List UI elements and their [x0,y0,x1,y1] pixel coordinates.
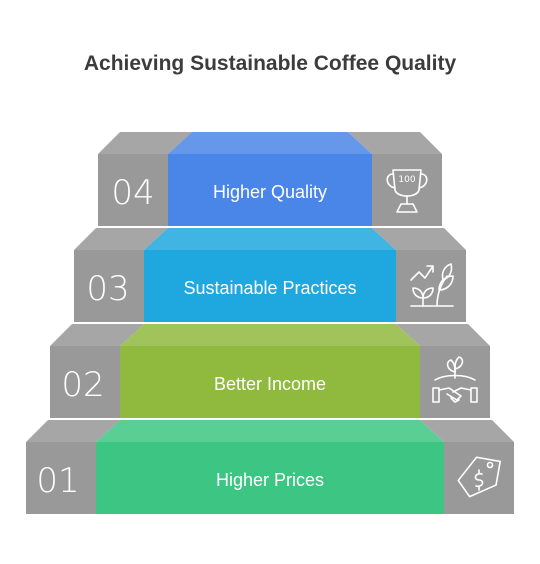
step-03-label: Sustainable Practices [183,278,356,298]
step-04-number: 04 [111,173,154,213]
step-04-left-side [98,154,168,226]
step-02-left-side [50,346,120,418]
handshake-plant-icon [432,356,478,403]
page-title: Achieving Sustainable Coffee Quality [83,52,457,75]
step-01-left-side [26,442,96,514]
step-03-right-side [396,250,466,322]
step-04-right-top [348,132,442,154]
growing-plant-icon [410,263,454,307]
step-02-center-front [120,346,420,418]
step-04-label: Higher Quality [213,182,327,202]
step-03-left-top [74,228,168,250]
trophy-text: 100 [398,175,415,185]
step-01-center-front [96,442,444,514]
step-01-center-top [96,420,444,442]
step-02-center-top [120,324,420,346]
step-03-number: 03 [86,269,129,309]
step-04: 04 Higher Quality 100 [98,132,442,226]
step-02-left-top [50,324,144,346]
step-04-center-top [168,132,372,154]
step-01-right-side [444,442,514,514]
step-02-right-top [396,324,490,346]
step-03-center-front [144,250,396,322]
step-03-left-side [74,250,144,322]
step-03-center-top [144,228,396,250]
price-tag-icon [457,456,501,498]
step-01-number: 01 [36,461,79,501]
step-02: 02 Better Income [50,324,490,418]
step-04-center-front [168,154,372,226]
step-03-right-top [372,228,466,250]
step-04-right-side [372,154,442,226]
step-02-number: 02 [61,365,104,405]
step-03: 03 Sustainable Practices [74,228,466,322]
step-01: 01 Higher Prices [26,420,514,514]
step-01-label: Higher Prices [216,470,324,490]
step-04-left-top [98,132,192,154]
step-02-right-side [420,346,490,418]
step-01-right-top [420,420,514,442]
step-01-left-top [26,420,120,442]
trophy-icon: 100 [386,169,428,213]
step-02-label: Better Income [214,374,326,394]
